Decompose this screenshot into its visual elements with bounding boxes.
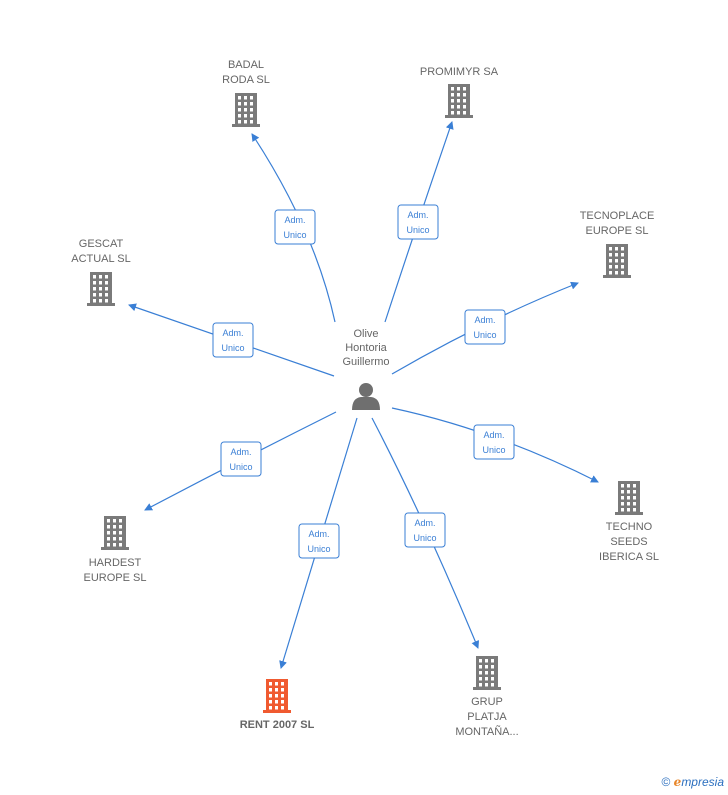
company-node[interactable]: TECNOPLACE EUROPE SL [580,210,655,278]
building-icon [101,516,129,550]
company-name-label: RODA SL [222,74,270,86]
role-label-text: Unico [482,445,505,455]
company-node[interactable]: RENT 2007 SL [240,679,315,731]
person-icon [352,383,380,410]
role-label-text: Adm. [483,430,504,440]
building-icon [263,679,291,713]
company-name-label: EUROPE SL [84,572,147,584]
company-node[interactable]: BADAL RODA SL [222,59,270,127]
role-badge[interactable]: Adm. Unico [464,309,506,345]
company-name-label: PLATJA [467,711,507,723]
role-label-text: Adm. [284,215,305,225]
company-name-label: SEEDS [610,536,647,548]
role-badge[interactable]: Adm. Unico [397,204,439,240]
company-name-label: ACTUAL SL [71,253,131,265]
company-node[interactable]: TECHNO SEEDS IBERICA SL [599,481,659,563]
role-label-text: Adm. [474,315,495,325]
company-name-label: MONTAÑA... [455,725,518,738]
nodes-layer: BADAL RODA SL PROMIMYR SA TECNOPLACE EUROPE … [71,59,659,738]
building-icon [232,93,260,127]
company-name-label: PROMIMYR SA [420,66,499,78]
company-name-label: GRUP [471,696,503,708]
role-label-text: Unico [307,544,330,554]
role-badge[interactable]: Adm. Unico [212,322,254,358]
role-label-text: Adm. [230,447,251,457]
building-icon [603,244,631,278]
role-label-text: Adm. [414,518,435,528]
person-name-label: Guillermo [342,356,389,368]
edges-layer: Adm.UnicoAdm.UnicoAdm.UnicoAdm.UnicoAdm.… [128,121,599,669]
role-badge[interactable]: Adm. Unico [404,512,446,548]
company-name-label: TECHNO [606,521,653,533]
role-label-text: Adm. [308,529,329,539]
role-label-text: Unico [283,230,306,240]
person-name-label: Hontoria [345,342,387,354]
brand-name: mpresia [681,775,724,789]
brand-logo-letter: e [673,775,682,789]
role-label-text: Unico [406,225,429,235]
footer-brand[interactable]: © empresia [661,775,724,789]
role-label-text: Adm. [407,210,428,220]
role-badge[interactable]: Adm. Unico [220,441,262,477]
building-icon [615,481,643,515]
company-name-label: RENT 2007 SL [240,719,315,731]
building-icon [87,272,115,306]
company-name-label: BADAL [228,59,264,71]
role-label-text: Unico [229,462,252,472]
building-icon [445,84,473,118]
company-node[interactable]: HARDEST EUROPE SL [84,516,147,584]
role-badge[interactable]: Adm. Unico [473,424,515,460]
company-name-label: TECNOPLACE [580,210,655,222]
role-label-text: Unico [221,343,244,353]
role-label-text: Unico [473,330,496,340]
company-name-label: GESCAT [79,238,124,250]
company-name-label: HARDEST [89,557,142,569]
role-label-text: Adm. [222,328,243,338]
role-badge[interactable]: Adm. Unico [298,523,340,559]
person-name-label: Olive [353,328,378,340]
role-label-text: Unico [413,533,436,543]
company-node[interactable]: PROMIMYR SA [420,66,499,118]
company-node[interactable]: GESCAT ACTUAL SL [71,238,131,306]
company-node[interactable]: GRUP PLATJA MONTAÑA... [455,656,519,738]
copyright-symbol: © [661,775,671,789]
building-icon [473,656,501,690]
role-badge[interactable]: Adm. Unico [274,209,316,245]
company-name-label: EUROPE SL [586,225,649,237]
company-name-label: IBERICA SL [599,551,659,563]
